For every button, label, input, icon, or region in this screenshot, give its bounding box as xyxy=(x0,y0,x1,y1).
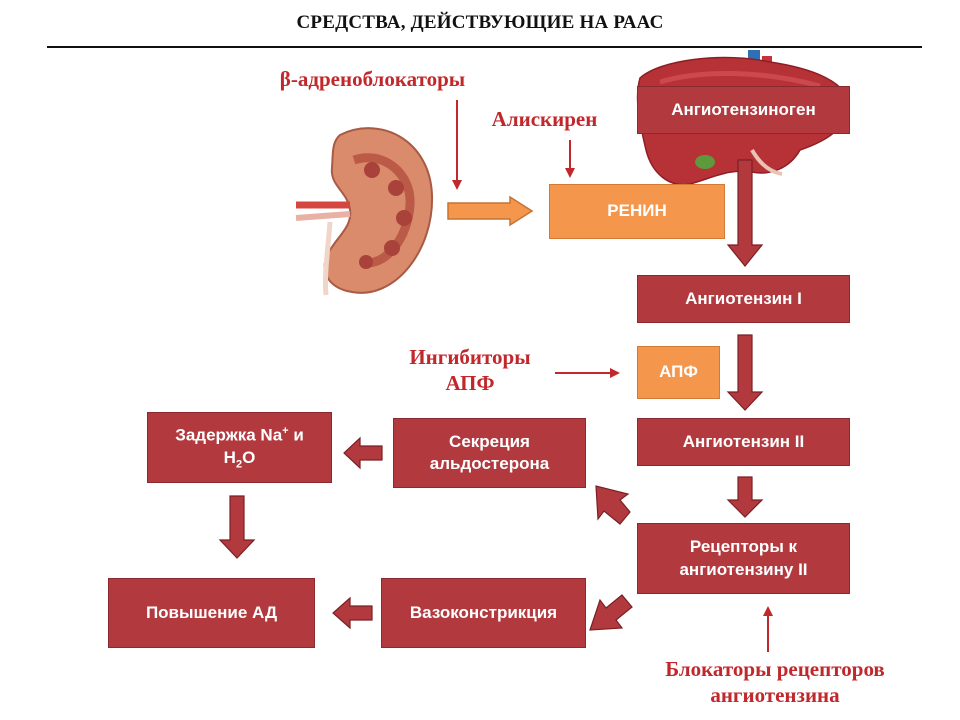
renin-box: РЕНИН xyxy=(549,184,725,239)
sodium-water-retention-box: Задержка Na+ и H2O xyxy=(147,412,332,483)
flow-arrow xyxy=(726,476,764,518)
ace-inhibitors-label: Ингибиторы АПФ xyxy=(390,344,550,397)
arb-line1: Блокаторы рецепторов xyxy=(665,657,885,681)
aldosterone-line2: альдостерона xyxy=(429,454,550,473)
receptors-line2: ангиотензину II xyxy=(679,559,808,579)
flow-arrow xyxy=(595,485,631,525)
bp-increase-box: Повышение АД xyxy=(108,578,315,648)
flow-arrow xyxy=(589,594,633,631)
angiotensin-receptors-box: Рецепторы к ангиотензину II xyxy=(637,523,850,594)
title-divider xyxy=(47,46,922,48)
arb-label: Блокаторы рецепторов ангиотензина xyxy=(630,656,920,709)
angiotensin-1-box: Ангиотензин I xyxy=(637,275,850,323)
aliskiren-label: Алискирен xyxy=(491,107,598,131)
flow-arrow xyxy=(726,159,764,267)
aldosterone-line1: Секреция xyxy=(449,431,530,451)
retention-line2: H2O xyxy=(223,447,256,470)
angiotensinogen-box: Ангиотензиноген xyxy=(637,86,850,134)
flow-arrow xyxy=(726,334,764,411)
beta-blockers-label: β-адреноблокаторы xyxy=(279,67,466,91)
page-title: СРЕДСТВА, ДЕЙСТВУЮЩИЕ НА РААС xyxy=(296,12,664,33)
receptors-line1: Рецепторы к xyxy=(689,537,798,557)
retention-line1: Задержка Na+ и xyxy=(175,424,304,445)
flow-arrow xyxy=(343,436,383,470)
aldosterone-secretion-box: Секреция альдостерона xyxy=(393,418,586,488)
vasoconstriction-box: Вазоконстрикция xyxy=(381,578,586,648)
flow-arrow xyxy=(332,596,373,630)
ace-box: АПФ xyxy=(637,346,720,399)
kidney-to-renin-arrow xyxy=(447,195,534,227)
angiotensin-2-box: Ангиотензин II xyxy=(637,418,850,466)
ace-inhibitors-line2: АПФ xyxy=(445,371,495,396)
flow-arrow xyxy=(218,495,256,559)
arb-line2: ангиотензина xyxy=(710,683,840,708)
kidney-icon xyxy=(295,127,434,296)
ace-inhibitors-line1: Ингибиторы xyxy=(409,345,531,369)
